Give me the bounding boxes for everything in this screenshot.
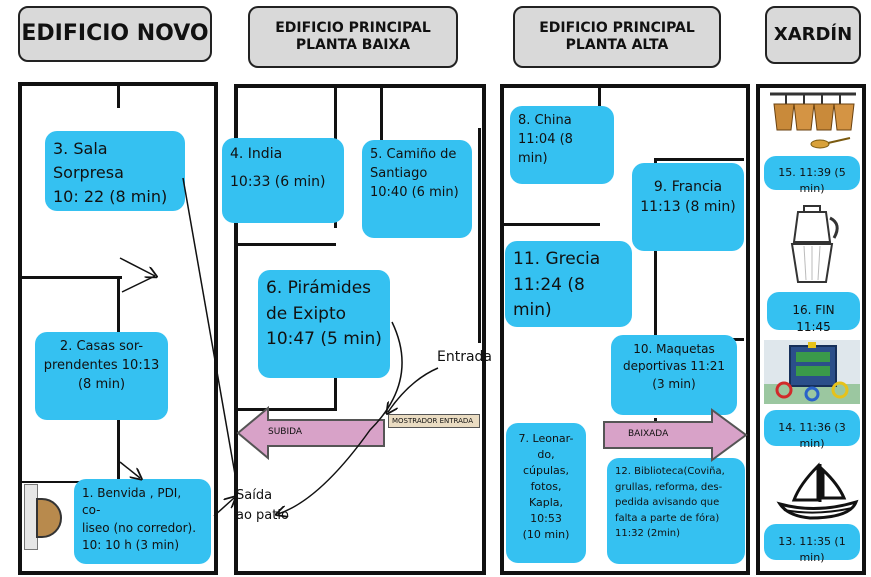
station-6-line3: 10:47 (5 min) [266,329,382,349]
station-3-line2: 10: 22 (8 min) [53,187,168,206]
station-13-line1: 13. 11:35 (1 min) [778,535,846,564]
header-planta-baixa: EDIFICIO PRINCIPAL PLANTA BAIXA [248,6,458,68]
mostrador-entrada-tag: MOSTRADOR ENTRADA [388,414,480,428]
header-planta-baixa-line1: EDIFICIO PRINCIPAL [275,19,431,36]
playground-icon [764,340,860,404]
wall [478,128,481,343]
saida-patio-label: Saída ao patio [236,486,289,525]
header-xardin: XARDÍN [765,6,861,64]
station-3-line1: 3. Sala Sorpresa [53,139,124,182]
station-6-line2: de Exipto [266,303,347,324]
station-8-china: 8. China 11:04 (8 min) [510,106,614,184]
station-7-line2: do, cúpulas, [523,447,569,477]
wall [238,243,336,246]
header-edificio-novo-text: EDIFICIO NOVO [21,21,209,47]
station-4-line2: 10:33 (6 min) [230,174,326,191]
wall [117,86,120,108]
station-12-biblioteca: 12. Biblioteca(Coviña, grullas, reforma,… [607,458,745,564]
station-12-line1: 12. Biblioteca(Coviña, [615,466,725,477]
station-8-line2: 11:04 (8 min) [518,131,573,166]
station-9-line1: 9. Francia [653,179,723,195]
station-10-line1: 10. Maquetas [633,342,715,356]
entrada-label: Entrada [437,347,492,368]
subida-arrow [236,406,385,460]
station-10-line3: (3 min) [652,376,696,391]
station-10-line2: deportivas 11:21 [622,359,726,374]
station-5-line3: 10:40 (6 min) [370,184,459,200]
station-1-line1: 1. Benvida , PDI, co- [82,486,182,518]
station-9-line2: 11:13 (8 min) [640,199,736,216]
entrada-text: Entrada [437,349,493,365]
wall [504,223,600,226]
wall [22,276,122,279]
subida-text: SUBIDA [268,427,303,437]
station-7-line1: 7. Leonar- [518,432,574,445]
station-12-line2: grullas, reforma, des- [615,481,723,493]
baixada-text: BAIXADA [628,429,669,439]
saida-line1: Saída [236,488,273,503]
station-7-line5: (10 min) [522,527,570,541]
station-2-casas-sorprendentes: 2. Casas sor- prendentes 10:13 (8 min) [35,332,168,420]
wall [598,88,601,108]
station-8-line1: 8. China [518,113,572,128]
station-12-line4: falta a parte de fóra) [615,512,720,524]
station-12-line5: 11:32 (2min) [615,528,681,539]
station-14-line1: 14. 11:36 (3 min) [778,421,846,450]
station-7-leonardo: 7. Leonar- do, cúpulas, fotos, Kapla, 10… [506,423,586,563]
station-5-camino-santiago: 5. Camiño de Santiago 10:40 (6 min) [362,140,472,238]
station-15-line1: 15. 11:39 (5 min) [778,166,846,195]
station-2-line1: 2. Casas sor- [59,339,144,354]
station-2-line2: prendentes 10:13 [43,357,160,373]
baixada-label: BAIXADA [628,428,668,442]
station-4-india: 4. India 10:33 (6 min) [222,138,344,223]
header-xardin-text: XARDÍN [773,23,853,45]
station-4-line1: 4. India [230,146,283,162]
saida-line2: ao patio [236,507,289,523]
station-16-fin: 16. FIN 11:45 [767,292,860,334]
station-9-francia: 9. Francia 11:13 (8 min) [632,163,744,251]
station-3-sala-sorpresa: 3. Sala Sorpresa 10: 22 (8 min) [45,131,185,211]
station-11-line1: 11. Grecia [513,249,601,269]
station-11-line2: 11:24 (8 min) [513,274,585,321]
header-planta-alta: EDIFICIO PRINCIPAL PLANTA ALTA [513,6,721,68]
station-11-grecia: 11. Grecia 11:24 (8 min) [505,241,632,327]
station-10-maquetas: 10. Maquetas deportivas 11:21 (3 min) [611,335,737,415]
station-7-line4: Kapla, 10:53 [528,495,564,525]
station-1-line2: liseo (no corredor). [82,520,197,535]
moka-pot-icon [790,205,839,283]
mostrador-text: MOSTRADOR ENTRADA [392,417,473,425]
station-5-line1: 5. Camiño de [370,147,457,162]
header-planta-alta-line1: EDIFICIO PRINCIPAL [539,19,695,36]
station-13: 13. 11:35 (1 min) [764,524,860,564]
header-planta-alta-line2: PLANTA ALTA [565,37,669,53]
station-1-line3: 10: 10 h (3 min) [82,538,180,553]
station-15: 15. 11:39 (5 min) [764,156,860,195]
station-7-line3: fotos, [530,479,562,493]
wall [22,481,120,483]
station-1-benvida: 1. Benvida , PDI, co- liseo (no corredor… [74,479,211,564]
baixada-arrow [603,408,748,462]
station-6-piramides: 6. Pirámides de Exipto 10:47 (5 min) [258,270,390,378]
subida-label: SUBIDA [268,426,302,440]
station-16-line1: 16. FIN 11:45 [792,303,835,335]
wall [380,88,383,140]
flowerpots-icon [770,92,856,149]
station-2-line3: (8 min) [77,376,126,392]
wall [654,158,744,161]
station-14: 14. 11:36 (3 min) [764,410,860,450]
station-6-line1: 6. Pirámides [266,278,372,298]
station-12-line3: pedida avisando que [615,497,720,508]
door-icon [24,484,64,550]
header-edificio-novo: EDIFICIO NOVO [18,6,212,62]
sailboat-icon [776,462,859,520]
header-planta-baixa-line2: PLANTA BAIXA [295,37,411,53]
station-5-line2: Santiago [370,165,428,181]
